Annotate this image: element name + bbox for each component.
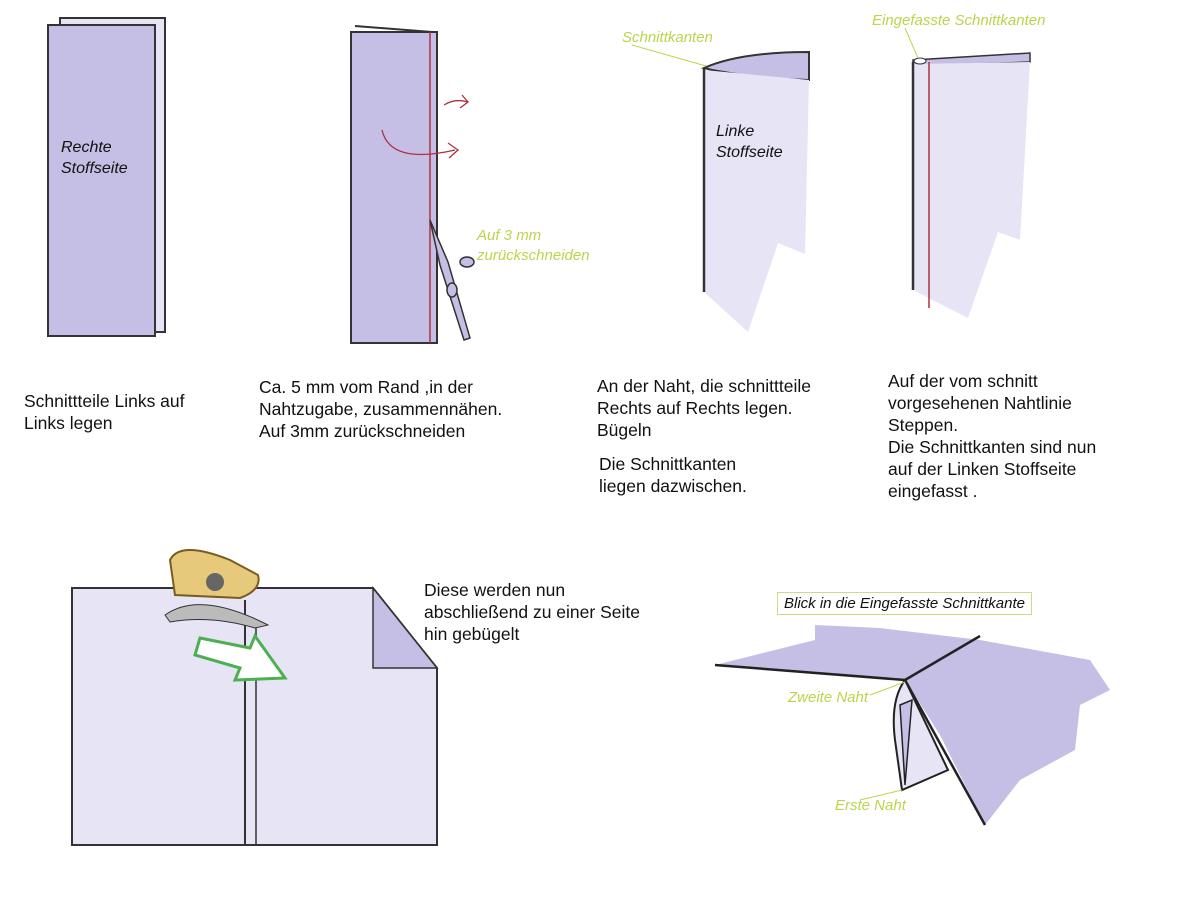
step2-note: Auf 3 mm zurückschneiden — [477, 227, 590, 264]
step2-caption: Ca. 5 mm vom Rand ,in der Nahtzugabe, zu… — [259, 377, 503, 441]
fold-arrow-icon — [381, 129, 460, 159]
step1-caption: Schnittteile Links auf Links legen — [24, 391, 185, 433]
step4-caption: Auf der vom schnitt vorgesehenen Nahtlin… — [888, 371, 1097, 501]
arrow-icon — [193, 632, 288, 682]
scissors-icon — [429, 219, 475, 341]
first-seam-label: Erste Naht — [835, 797, 906, 814]
step3-note: Schnittkanten — [622, 29, 713, 46]
step5-fabric — [71, 549, 439, 846]
step4-fabric — [904, 27, 1031, 318]
step1-fabric — [47, 17, 166, 337]
step3-caption2: Die Schnittkanten liegen dazwischen. — [599, 454, 747, 496]
label-right-side: Rechte Stoffseite — [61, 139, 128, 177]
step6-fabric — [714, 625, 1110, 826]
second-seam-label: Zweite Naht — [788, 689, 869, 706]
step6-title: Blick in die Eingefasste Schnittkante — [777, 592, 1032, 615]
label-left-side: Linke Stoffseite — [716, 123, 783, 161]
step3-caption: An der Naht, die schnittteile Rechts auf… — [597, 376, 812, 440]
step4-note: Eingefasste Schnittkanten — [872, 12, 1046, 29]
fold-arrow-icon — [443, 94, 469, 109]
iron-icon — [164, 549, 270, 629]
step3-fabric — [631, 44, 810, 332]
step5-caption: Diese werden nun abschließend zu einer S… — [424, 580, 640, 644]
step2-fabric — [350, 25, 475, 344]
